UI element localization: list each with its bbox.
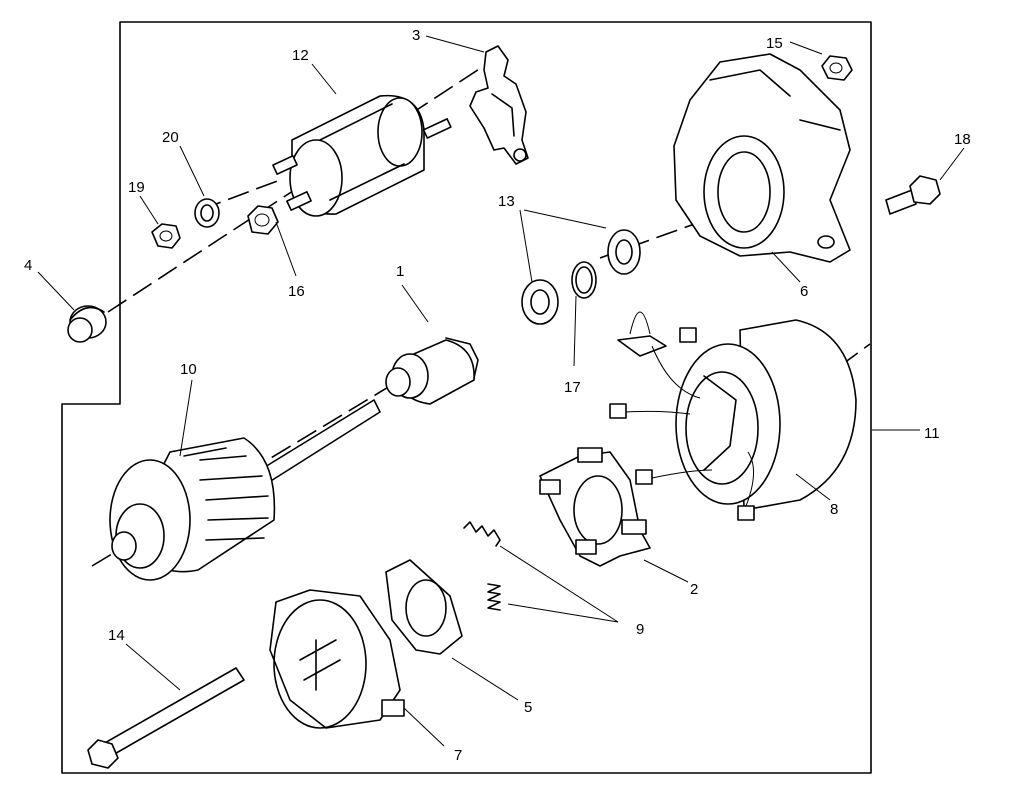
part-12-solenoid — [272, 94, 452, 217]
part-20-washer — [194, 198, 220, 228]
part-4-end-cap — [67, 305, 107, 343]
callout-5: 5 — [524, 699, 532, 716]
part-19-nut — [151, 223, 181, 249]
callout-9: 9 — [636, 621, 644, 638]
callout-2: 2 — [690, 581, 698, 598]
callout-3: 3 — [412, 27, 420, 44]
part-1-pinion-clutch — [385, 337, 479, 405]
part-8-yoke-field-frame — [609, 311, 857, 521]
callout-4: 4 — [24, 257, 32, 274]
callout-13: 13 — [498, 193, 515, 210]
callout-17: 17 — [564, 379, 581, 396]
callout-19: 19 — [128, 179, 145, 196]
callout-6: 6 — [800, 283, 808, 300]
part-5-brush-plate — [385, 559, 463, 655]
part-10-armature — [109, 399, 381, 581]
callout-1: 1 — [396, 263, 404, 280]
callout-15: 15 — [766, 35, 783, 52]
part-2-brush-holder — [539, 447, 651, 567]
part-15-nut — [821, 55, 853, 81]
callout-labels: 1 2 3 4 5 6 7 8 9 10 11 12 13 14 15 16 1… — [24, 27, 971, 764]
part-17-snap-ring — [571, 261, 597, 299]
part-18-bolt — [885, 175, 941, 215]
part-3-drive-lever — [469, 45, 529, 165]
part-16-nut — [247, 205, 279, 235]
callout-11: 11 — [924, 425, 940, 442]
part-13-stop-collar — [521, 229, 641, 325]
part-9-brush-springs — [463, 521, 501, 611]
callout-16: 16 — [288, 283, 305, 300]
leader-lines — [37, 35, 965, 747]
assembly-boundary-frame — [61, 21, 872, 774]
callout-8: 8 — [830, 501, 838, 518]
part-7-rear-end-frame — [269, 589, 405, 729]
callout-10: 10 — [180, 361, 197, 378]
callout-7: 7 — [454, 747, 462, 764]
callout-12: 12 — [292, 47, 309, 64]
callout-18: 18 — [954, 131, 971, 148]
part-14-through-bolt — [87, 667, 245, 769]
callout-20: 20 — [162, 129, 179, 146]
callout-14: 14 — [108, 627, 125, 644]
part-6-drive-housing — [673, 53, 851, 263]
